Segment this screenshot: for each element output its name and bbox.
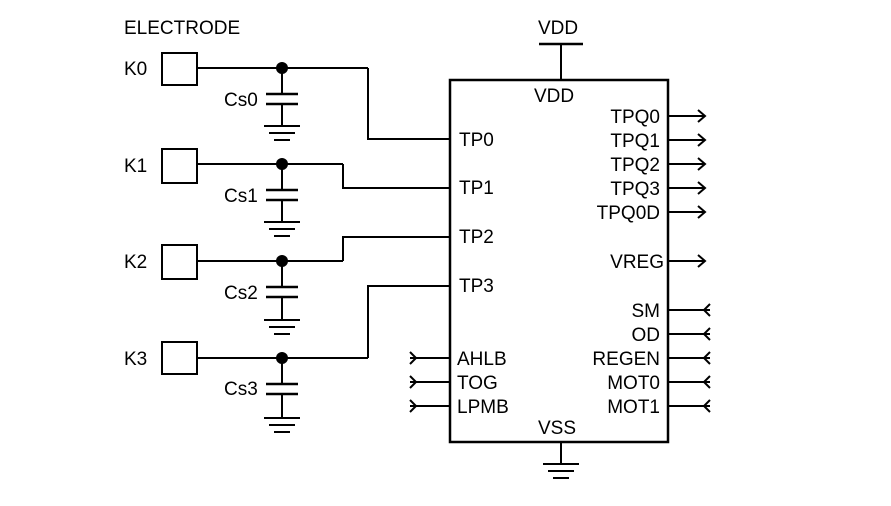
output-arrow-icon	[697, 109, 707, 123]
input-pin-ahlb: AHLB	[409, 349, 507, 370]
input-pin-lpmb: LPMB	[409, 397, 509, 418]
input-arrow-icon	[702, 327, 711, 341]
cap-label-cs3: Cs3	[224, 379, 258, 400]
electrode-label-k3: K3	[124, 349, 147, 370]
capacitor-cs1	[264, 164, 300, 237]
pin-label-lpmb: LPMB	[457, 397, 509, 418]
wire-k2-tp2	[342, 236, 450, 261]
capacitor-cs0	[264, 68, 300, 141]
pin-label-tpq0d: TPQ0D	[597, 203, 660, 224]
input-pin-sm: SM	[632, 301, 711, 322]
pin-label-tpq3: TPQ3	[610, 179, 660, 200]
capacitor-cs2	[264, 261, 300, 335]
output-pin-tpq0: TPQ0	[610, 107, 707, 128]
cap-label-cs1: Cs1	[224, 186, 258, 207]
pin-label-mot1: MOT1	[607, 397, 660, 418]
electrode-label-k0: K0	[124, 59, 147, 80]
input-pin-od: OD	[632, 325, 711, 346]
vdd-rail-label: VDD	[538, 18, 578, 39]
pin-label-tpq1: TPQ1	[610, 131, 660, 152]
input-arrow-icon	[702, 351, 711, 365]
pin-label-sm: SM	[632, 301, 661, 322]
cap-label-cs2: Cs2	[224, 283, 258, 304]
input-pin-mot1: MOT1	[607, 397, 711, 418]
pin-label-tpq0: TPQ0	[610, 107, 660, 128]
input-arrow-icon	[702, 375, 711, 389]
output-arrow-icon	[697, 205, 707, 219]
capacitor-cs3	[264, 358, 300, 433]
electrode-label-k2: K2	[124, 252, 147, 273]
output-pin-vreg: VREG	[610, 252, 707, 273]
input-arrow-icon	[409, 375, 418, 389]
electrode-label-k1: K1	[124, 156, 147, 177]
vss-ground-symbol	[543, 442, 579, 479]
electrode-pad-k3	[161, 341, 198, 375]
channel-k3: K3 Cs3 TP3	[124, 276, 494, 433]
output-arrow-icon	[697, 133, 707, 147]
electrode-pad-k0	[161, 52, 198, 86]
input-pin-mot0: MOT0	[607, 373, 711, 394]
pin-label-mot0: MOT0	[607, 373, 660, 394]
electrode-pad-k2	[161, 244, 198, 280]
pin-label-vreg: VREG	[610, 252, 664, 273]
vss-pin-label: VSS	[538, 418, 576, 439]
output-pin-tpq2: TPQ2	[610, 155, 707, 176]
wire-k3-tp3	[367, 285, 450, 358]
input-pin-regen: REGEN	[592, 349, 711, 370]
output-arrow-icon	[697, 157, 707, 171]
output-pin-tpq0d: TPQ0D	[597, 203, 707, 224]
channel-k2: K2 Cs2 TP2	[124, 227, 494, 335]
pin-label-tog: TOG	[457, 373, 498, 394]
electrode-pad-k1	[161, 148, 198, 184]
pin-label-od: OD	[632, 325, 661, 346]
pin-label-ahlb: AHLB	[457, 349, 507, 370]
pin-label-tp2: TP2	[459, 227, 494, 248]
pin-label-tpq2: TPQ2	[610, 155, 660, 176]
vdd-pin-label: VDD	[534, 86, 574, 107]
input-arrow-icon	[702, 303, 711, 317]
channel-k1: K1 Cs1 TP1	[124, 148, 494, 237]
pin-label-regen: REGEN	[592, 349, 660, 370]
pin-label-tp0: TP0	[459, 130, 494, 151]
input-arrow-icon	[409, 399, 418, 413]
pin-label-tp1: TP1	[459, 178, 494, 199]
output-arrow-icon	[697, 181, 707, 195]
wire-k1-tp1	[342, 164, 450, 189]
electrode-heading: ELECTRODE	[124, 18, 240, 39]
cap-label-cs0: Cs0	[224, 90, 258, 111]
input-pin-tog: TOG	[409, 373, 498, 394]
output-arrow-icon	[697, 254, 707, 268]
input-arrow-icon	[702, 399, 711, 413]
output-pin-tpq3: TPQ3	[610, 179, 707, 200]
output-pin-tpq1: TPQ1	[610, 131, 707, 152]
channel-k0: K0 Cs0 TP0	[124, 52, 494, 151]
input-arrow-icon	[409, 351, 418, 365]
wire-k0-tp0	[367, 68, 450, 140]
pin-label-tp3: TP3	[459, 276, 494, 297]
